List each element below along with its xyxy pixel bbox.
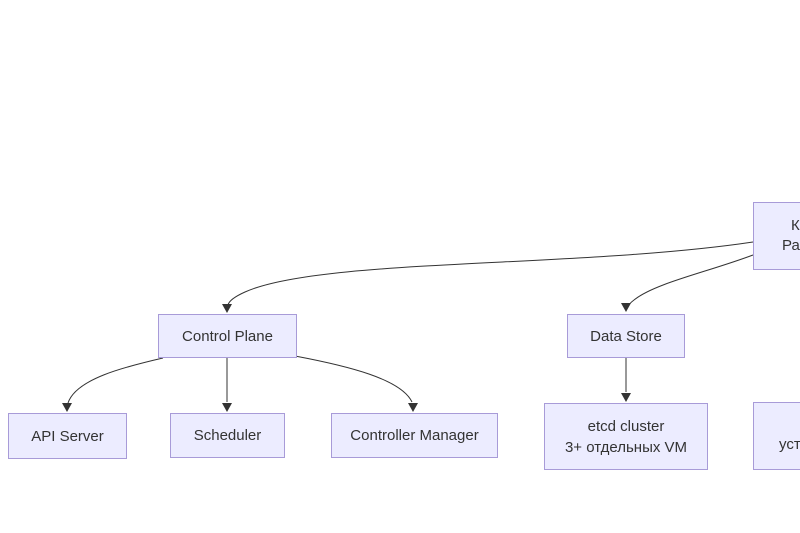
node-scheduler-label: Scheduler (193, 427, 262, 444)
node-control-plane-label: Control Plane (182, 327, 273, 345)
node-install: уста (753, 402, 800, 470)
node-cluster: К Раз (753, 202, 800, 270)
edge-control-plane-to-scheduler (222, 358, 232, 412)
node-api-server-label: API Server (31, 427, 104, 445)
node-controller-manager-label: Controller Manager (350, 427, 479, 444)
node-api-server: API Server (8, 413, 127, 459)
node-data-store: Data Store (567, 314, 685, 358)
node-scheduler: Scheduler (170, 413, 285, 458)
node-cluster-label-line2: Раз (782, 237, 800, 254)
node-control-plane: Control Plane (158, 314, 297, 358)
node-install-label-line1: уста (779, 436, 800, 453)
node-controller-manager: Controller Manager (331, 413, 498, 458)
edge-data-store-to-etcd (621, 358, 631, 402)
node-data-store-label: Data Store (590, 327, 662, 345)
node-etcd-label-line1: etcd cluster (587, 417, 665, 435)
edge-cluster-to-control-plane (222, 241, 754, 313)
edge-control-plane-to-controller-manager (294, 355, 418, 412)
edge-cluster-to-data-store (621, 254, 754, 312)
edge-control-plane-to-api-server (62, 357, 164, 412)
node-etcd-label: etcd cluster 3+ отдельных VM (565, 416, 687, 458)
node-cluster-label-line1: К (791, 217, 800, 234)
node-etcd-label-line2: 3+ отдельных VM (564, 438, 688, 456)
node-etcd: etcd cluster 3+ отдельных VM (544, 403, 708, 470)
